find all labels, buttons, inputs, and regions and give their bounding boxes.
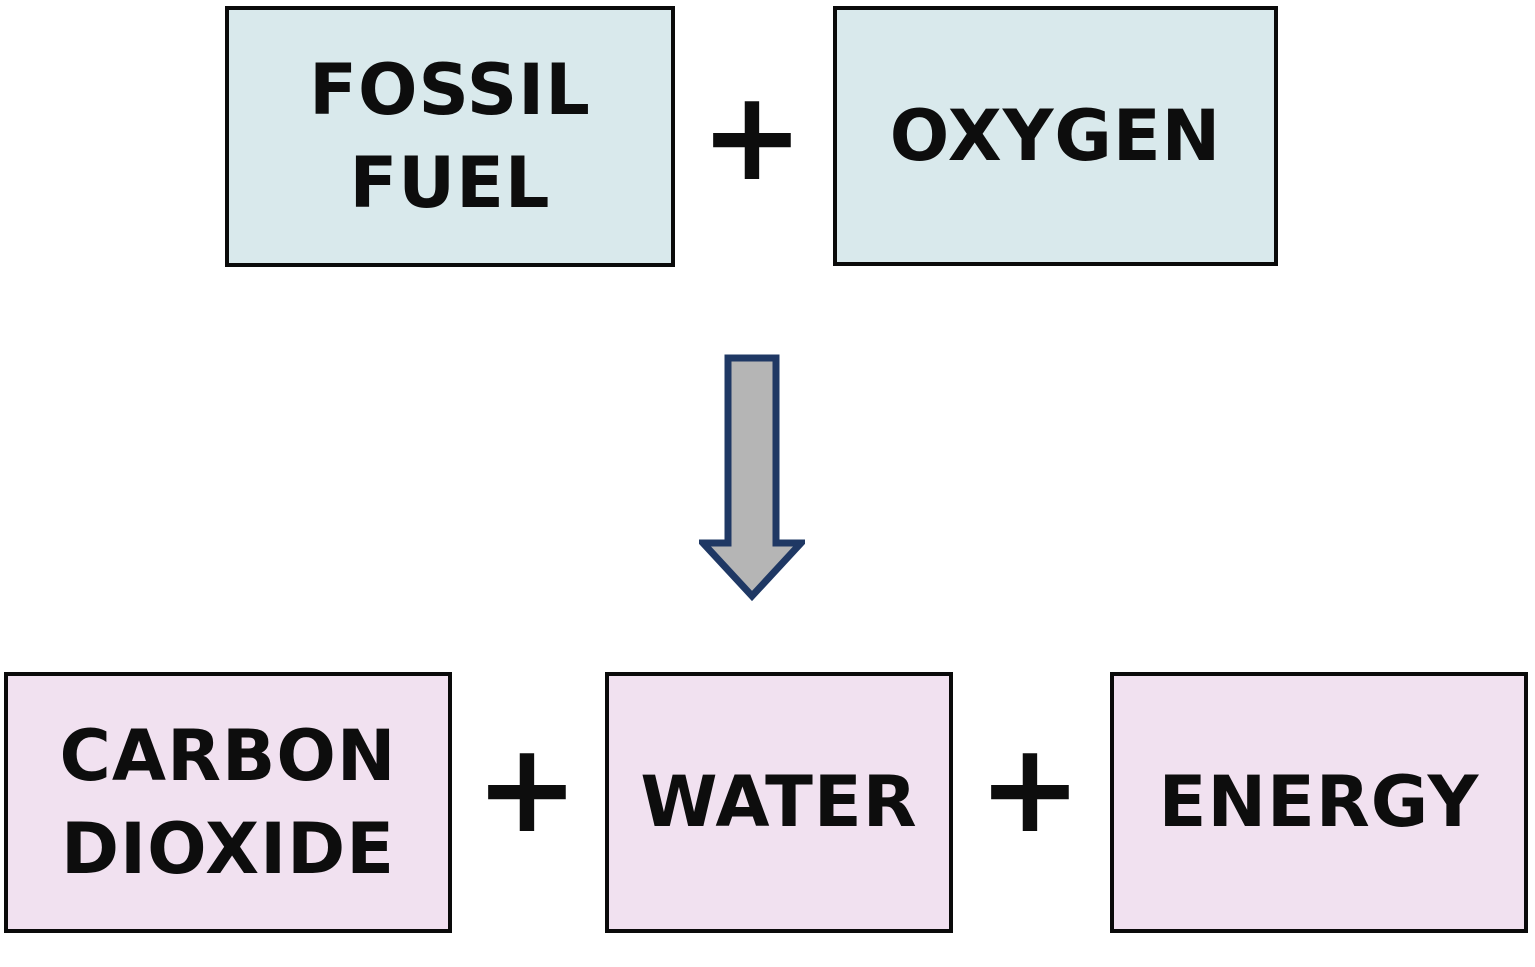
carbon-dioxide-label-line1: CARBON	[59, 715, 397, 798]
energy-label: ENERGY	[1158, 761, 1480, 844]
water-label: WATER	[640, 761, 918, 844]
down-arrow-shape	[694, 354, 810, 602]
oxygen-label: OXYGEN	[889, 94, 1222, 177]
plus-operator-products-2: +	[978, 717, 1082, 862]
fossil-fuel-label: FOSSIL FUEL	[309, 44, 591, 229]
fossil-fuel-label-line2: FUEL	[349, 141, 551, 224]
fossil-fuel-label-line1: FOSSIL	[309, 49, 591, 132]
plus-operator-products-1: +	[475, 717, 579, 862]
reaction-down-arrow-icon	[694, 352, 810, 602]
plus-operator-reactants: +	[700, 65, 804, 210]
product-box-water: WATER	[605, 672, 953, 933]
carbon-dioxide-label: CARBON DIOXIDE	[60, 710, 397, 895]
product-box-energy: ENERGY	[1110, 672, 1528, 933]
carbon-dioxide-label-line2: DIOXIDE	[60, 807, 396, 890]
reactant-box-oxygen: OXYGEN	[833, 6, 1278, 266]
product-box-carbon-dioxide: CARBON DIOXIDE	[4, 672, 452, 933]
reactant-box-fossil-fuel: FOSSIL FUEL	[225, 6, 675, 267]
